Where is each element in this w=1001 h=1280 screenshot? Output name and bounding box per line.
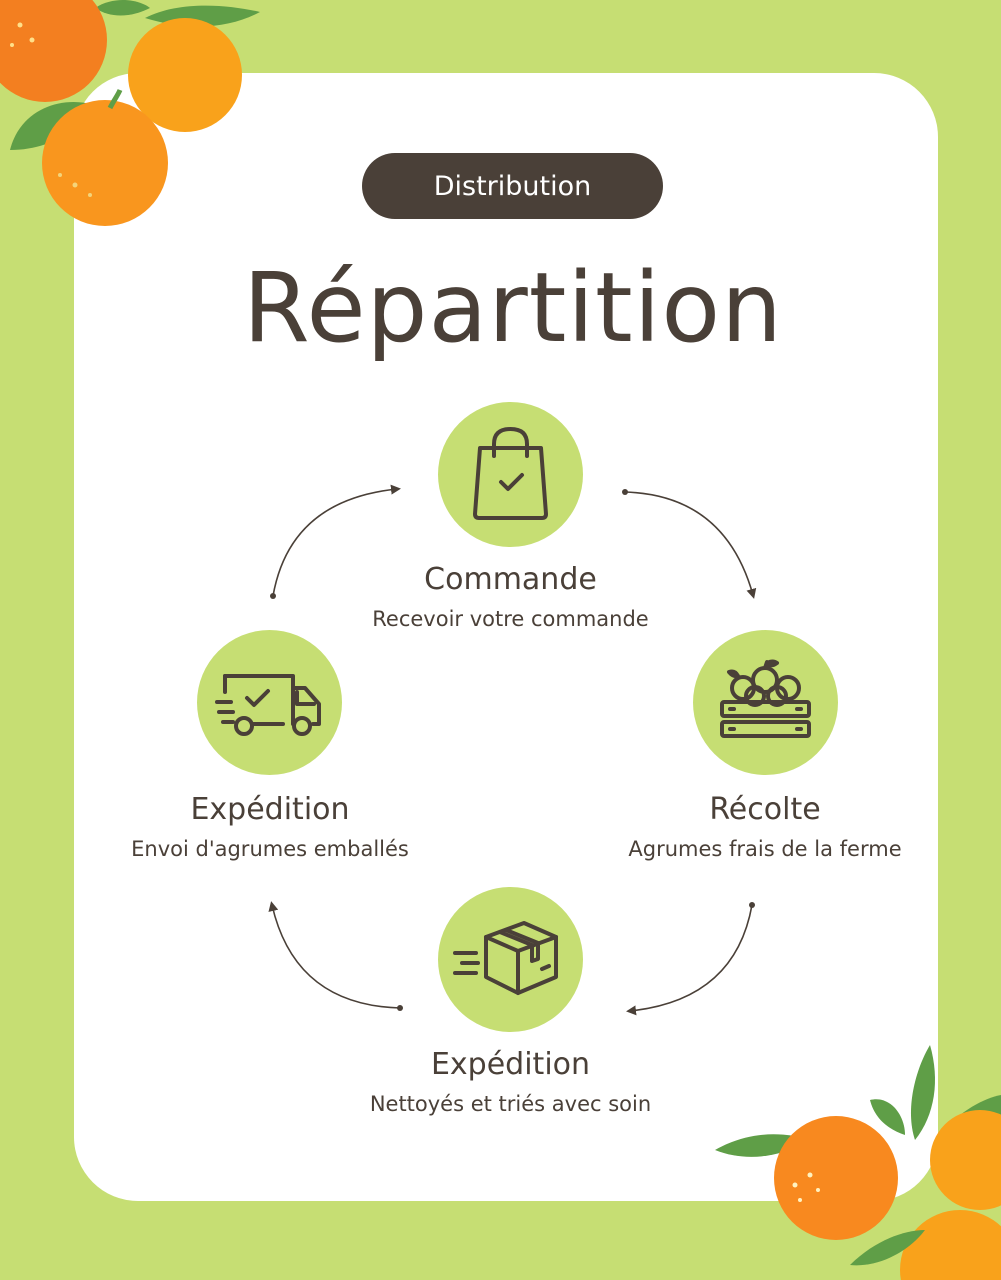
step-expedition-label: Expédition Envoi d'agrumes emballés bbox=[100, 790, 440, 864]
shopping-bag-check-icon bbox=[473, 427, 548, 520]
step-recolte-circle bbox=[693, 630, 838, 775]
step-preparation-circle bbox=[438, 887, 583, 1032]
step-recolte-title: Récolte bbox=[709, 792, 821, 827]
oranges-bottom-right-decoration bbox=[715, 1045, 1001, 1280]
step-commande-circle bbox=[438, 402, 583, 547]
arrow-commande-to-recolte bbox=[624, 491, 757, 599]
step-recolte-desc: Agrumes frais de la ferme bbox=[628, 837, 902, 861]
fruit-crate-icon bbox=[720, 659, 811, 738]
page-title: Répartition bbox=[243, 252, 783, 364]
step-commande-title: Commande bbox=[424, 562, 597, 597]
step-commande-label: Commande Recevoir votre commande bbox=[338, 560, 683, 634]
step-preparation-title: Expédition bbox=[430, 1047, 591, 1082]
step-preparation-label: Expédition Nettoyés et triés avec soin bbox=[338, 1045, 683, 1119]
delivery-truck-check-icon bbox=[215, 674, 321, 736]
arrow-recolte-to-preparation bbox=[626, 904, 753, 1016]
step-expedition-circle bbox=[197, 630, 342, 775]
oranges-top-left-decoration bbox=[0, 0, 260, 226]
step-commande-desc: Recevoir votre commande bbox=[372, 607, 649, 631]
moving-box-icon bbox=[453, 921, 558, 995]
step-preparation-desc: Nettoyés et triés avec soin bbox=[369, 1092, 652, 1116]
arrow-expedition-to-commande bbox=[272, 484, 401, 597]
category-badge: Distribution bbox=[362, 153, 663, 219]
step-expedition-title: Expédition bbox=[190, 792, 350, 827]
step-expedition-desc: Envoi d'agrumes emballés bbox=[131, 837, 409, 861]
arrow-preparation-to-expedition bbox=[268, 901, 401, 1009]
step-recolte-label: Récolte Agrumes frais de la ferme bbox=[600, 790, 930, 864]
